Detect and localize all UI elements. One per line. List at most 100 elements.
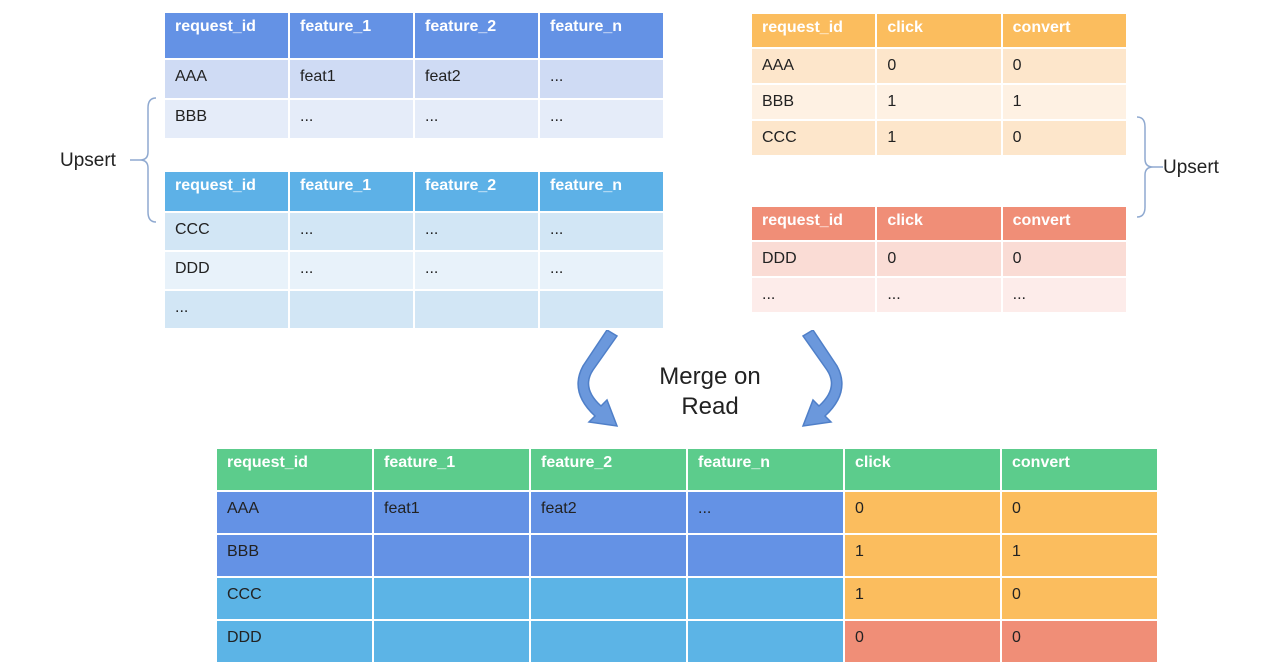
table-cell: ... [749, 276, 878, 314]
table-cell: 1 [1000, 533, 1159, 578]
merge-label-line-2: Read [681, 393, 739, 420]
table-cell: 0 [1000, 619, 1159, 664]
table-cell [372, 533, 531, 578]
table-cell [529, 619, 688, 664]
table-row: DDD 0 0 [749, 240, 1129, 278]
header-cell: feature_n [686, 447, 845, 492]
header-cell: convert [1000, 12, 1129, 49]
table-header-row: request_id feature_1 feature_2 feature_n… [215, 447, 1159, 492]
table-cell [686, 533, 845, 578]
header-cell: request_id [163, 11, 290, 60]
table-row: BBB 1 1 [215, 533, 1159, 578]
curved-arrow-left-icon [577, 330, 619, 427]
header-cell: click [875, 12, 1003, 49]
table-header-row: request_id feature_1 feature_2 feature_n [163, 11, 665, 60]
table-cell: AAA [215, 490, 374, 535]
table-cell [372, 619, 531, 664]
features-table-1: request_id feature_1 feature_2 feature_n… [163, 11, 665, 140]
table-cell: ... [538, 98, 665, 140]
table-cell: ... [686, 490, 845, 535]
table-cell: 0 [1000, 240, 1129, 278]
table-cell [529, 533, 688, 578]
table-cell: 1 [843, 576, 1002, 621]
header-cell: feature_n [538, 170, 665, 213]
table-cell: ... [538, 58, 665, 100]
table-row: ... [163, 289, 665, 330]
table-cell [686, 576, 845, 621]
table-cell [529, 576, 688, 621]
upsert-right-label: Upsert [1163, 157, 1219, 178]
table-header-row: request_id click convert [749, 205, 1129, 242]
table-cell: ... [538, 250, 665, 291]
header-cell: convert [1000, 447, 1159, 492]
merged-table: request_id feature_1 feature_2 feature_n… [215, 447, 1159, 664]
table-cell: 0 [1000, 490, 1159, 535]
upsert-left-bracket [130, 97, 157, 223]
header-cell: feature_2 [413, 11, 540, 60]
table-cell: 0 [1000, 47, 1129, 85]
header-cell: convert [1000, 205, 1129, 242]
header-cell: feature_1 [288, 170, 415, 213]
header-cell: click [875, 205, 1003, 242]
table-cell: DDD [163, 250, 290, 291]
table-cell: ... [288, 98, 415, 140]
table-cell: feat2 [529, 490, 688, 535]
table-cell: ... [413, 211, 540, 252]
table-row: DDD 0 0 [215, 619, 1159, 664]
table-cell: CCC [215, 576, 374, 621]
upsert-left-label: Upsert [60, 150, 116, 171]
table-cell: 1 [875, 119, 1003, 157]
table-cell: 0 [875, 47, 1003, 85]
table-cell: 0 [875, 240, 1003, 278]
table-cell: 0 [843, 490, 1002, 535]
table-row: AAA feat1 feat2 ... [163, 58, 665, 100]
table-cell: 0 [1000, 119, 1129, 157]
header-cell: feature_n [538, 11, 665, 60]
table-cell: DDD [749, 240, 878, 278]
table-row: AAA 0 0 [749, 47, 1129, 85]
table-row: CCC 1 0 [215, 576, 1159, 621]
table-cell: 1 [843, 533, 1002, 578]
curved-arrow-right-icon [801, 330, 843, 427]
table-header-row: request_id click convert [749, 12, 1129, 49]
table-cell: feat1 [372, 490, 531, 535]
table-row: BBB 1 1 [749, 83, 1129, 121]
table-cell: AAA [163, 58, 290, 100]
table-cell [288, 289, 415, 330]
merge-label-line-1: Merge on [659, 363, 761, 390]
table-cell [538, 289, 665, 330]
table-cell: ... [875, 276, 1003, 314]
header-cell: feature_2 [413, 170, 540, 213]
table-cell: ... [413, 250, 540, 291]
table-row: DDD ... ... ... [163, 250, 665, 291]
table-cell: ... [163, 289, 290, 330]
table-cell: feat1 [288, 58, 415, 100]
table-cell: CCC [163, 211, 290, 252]
labels-table-2: request_id click convert DDD 0 0 ... ...… [749, 205, 1129, 314]
header-cell: feature_2 [529, 447, 688, 492]
table-row: ... ... ... [749, 276, 1129, 314]
table-cell: BBB [215, 533, 374, 578]
table-cell: 0 [1000, 576, 1159, 621]
table-cell: CCC [749, 119, 878, 157]
table-row: CCC ... ... ... [163, 211, 665, 252]
table-cell [372, 576, 531, 621]
table-cell: feat2 [413, 58, 540, 100]
table-cell: ... [413, 98, 540, 140]
table-cell: 1 [875, 83, 1003, 121]
table-cell: ... [288, 250, 415, 291]
labels-table-1: request_id click convert AAA 0 0 BBB 1 1… [749, 12, 1129, 157]
header-cell: request_id [163, 170, 290, 213]
header-cell: request_id [215, 447, 374, 492]
table-cell: BBB [163, 98, 290, 140]
header-cell: feature_1 [288, 11, 415, 60]
header-cell: request_id [749, 205, 878, 242]
table-cell: ... [1000, 276, 1129, 314]
upsert-right-bracket [1136, 116, 1163, 218]
header-cell: request_id [749, 12, 878, 49]
table-cell: DDD [215, 619, 374, 664]
table-cell: 0 [843, 619, 1002, 664]
table-header-row: request_id feature_1 feature_2 feature_n [163, 170, 665, 213]
table-cell: BBB [749, 83, 878, 121]
table-cell: ... [538, 211, 665, 252]
